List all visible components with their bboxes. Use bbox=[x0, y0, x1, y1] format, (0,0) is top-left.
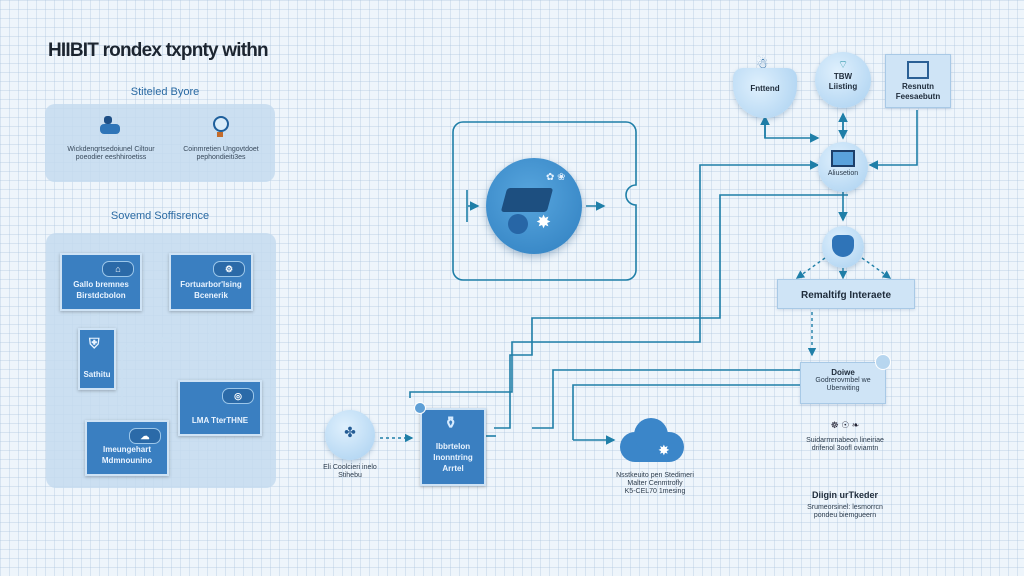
cloud-icon: ✸ bbox=[658, 442, 670, 458]
globe-icon: ✤ bbox=[344, 424, 356, 440]
note-symbols: ☸ ☉ ❧ bbox=[830, 420, 860, 430]
central-hub[interactable]: ✸ ✿ ❀ bbox=[486, 158, 582, 254]
wifi-icon: ⌔ bbox=[837, 59, 849, 71]
item-text-1: Wickdenqrtsedoiunel Ciltour poeodier ees… bbox=[67, 146, 155, 161]
center-frame bbox=[452, 121, 637, 281]
item-text-2: Coinmretien Ungovtdoet pephondieiti3es bbox=[183, 146, 259, 161]
dome-box[interactable]: Doiwe Godrerovmbel we Uberwiting bbox=[800, 362, 886, 404]
shield-icon bbox=[832, 235, 854, 257]
funnel-icon: ⚱ bbox=[444, 415, 458, 432]
node-research[interactable]: Resnutn Feesaebutn bbox=[885, 54, 951, 108]
globe-node[interactable]: ✤ bbox=[325, 410, 375, 460]
node-application-hub[interactable]: Aliusetion bbox=[818, 142, 868, 192]
shield-icon: ⛨ bbox=[89, 335, 100, 351]
section-heading-top: Stiteled Byore bbox=[130, 86, 200, 98]
flow-box-3[interactable]: ◎ LMA TterTHNE bbox=[178, 380, 262, 436]
cloud-caption: Nsstkeuito pen Stedimeri Malter Cenmtrof… bbox=[616, 472, 694, 495]
globe-icon: ◎ bbox=[222, 388, 254, 404]
cloud-icon: ☁ bbox=[129, 428, 161, 444]
flow-box-4[interactable]: ☁ Imeungehart Mdmnounino bbox=[85, 420, 169, 476]
magnifier-icon bbox=[213, 116, 229, 138]
window-icon bbox=[907, 61, 929, 79]
page-title: HIIBIT rondex txpnty withn bbox=[48, 40, 269, 61]
note-1: ☸ ☉ ❧ Suidarmrnabeon lineiriae drifenol … bbox=[790, 420, 900, 453]
device-icon: ⌂ bbox=[102, 261, 134, 277]
monitor-icon bbox=[831, 150, 855, 167]
sparkle-icon: ✸ bbox=[536, 212, 552, 232]
flow-box-1[interactable]: ⌂ Gallo bremnes Birstdcbolon bbox=[60, 253, 142, 311]
info-badge-icon bbox=[875, 354, 891, 370]
security-badge[interactable]: ⛨ Sathitu bbox=[78, 328, 116, 390]
globe-caption: Eli Coolcieri inelo Stihebu bbox=[323, 464, 377, 479]
user-icon: ☃ bbox=[756, 55, 769, 71]
interface-box[interactable]: Remaltifg Interaete bbox=[777, 279, 915, 309]
cloud-node[interactable]: ✸ bbox=[620, 418, 684, 462]
gear-icon: ⚙ bbox=[213, 261, 245, 277]
cloud-graduation-cap-icon bbox=[500, 188, 554, 212]
top-left-panel: Wickdenqrtsedoiunel Ciltour poeodier ees… bbox=[45, 104, 275, 182]
node-tbw-listing[interactable]: ⌔ TBW Liisting bbox=[815, 52, 871, 108]
section-heading-bottom: Sovemd Soffisrence bbox=[110, 210, 210, 222]
database-icon bbox=[100, 116, 120, 134]
node-shield[interactable] bbox=[822, 226, 864, 268]
node-frontend[interactable]: Fnttend bbox=[733, 68, 797, 118]
flow-box-2[interactable]: ⚙ Fortuarbor'lsing Bcenerik bbox=[169, 253, 253, 311]
central-box[interactable]: ⚱ Ibbrtelon Inonntring Arrtel bbox=[420, 408, 486, 486]
status-dot-icon bbox=[414, 402, 426, 414]
note-2: Diigin urTkeder Srumeorsinel: lesmorrcn … bbox=[807, 490, 883, 519]
